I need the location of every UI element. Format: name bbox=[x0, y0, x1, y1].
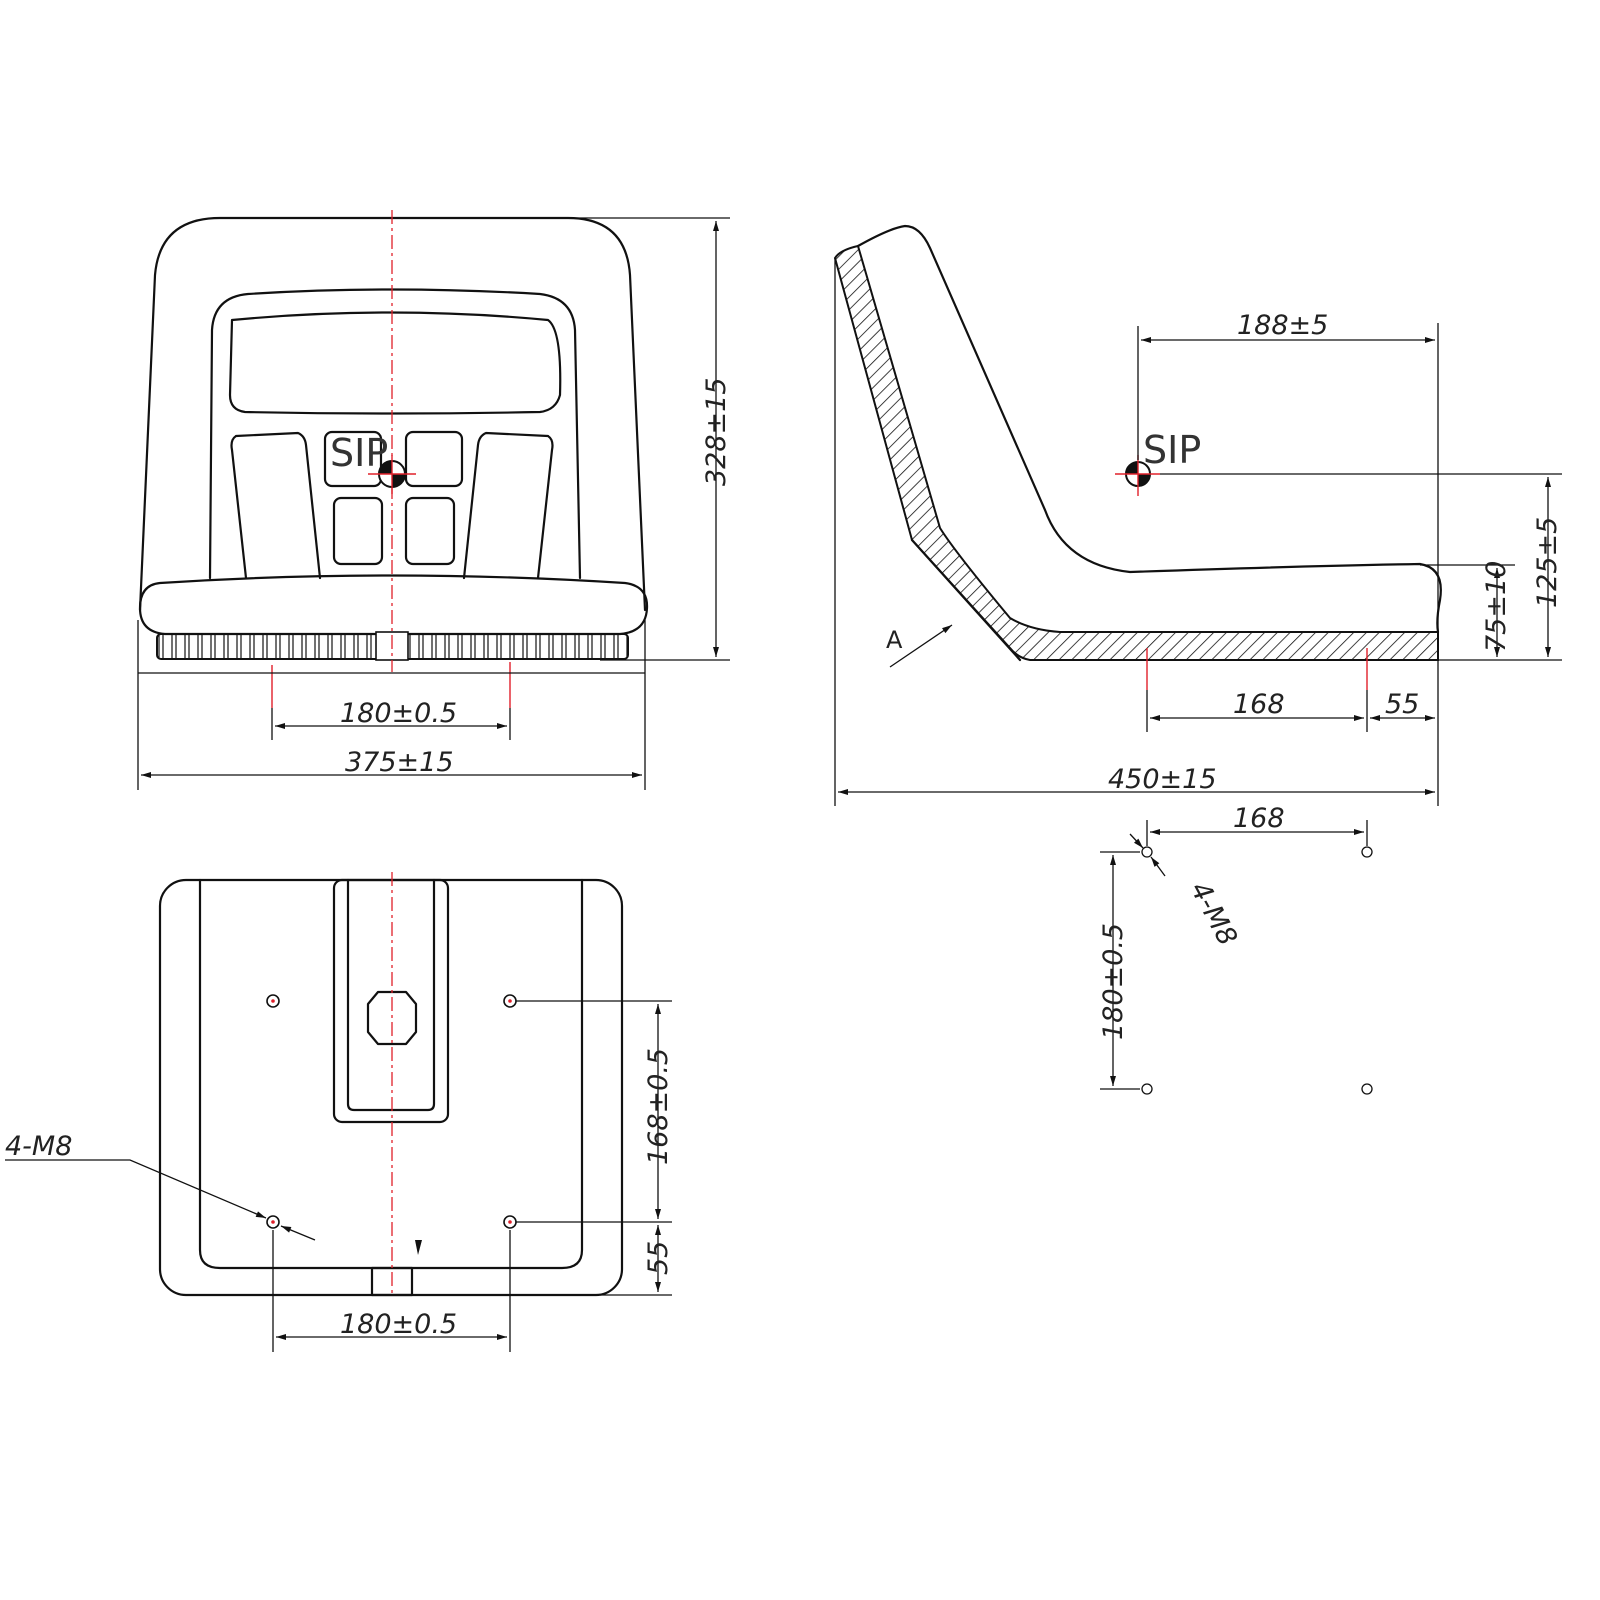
mount-width-dimension: 180±0.5 bbox=[340, 698, 457, 729]
base-inner-outline bbox=[198, 878, 584, 1270]
sip-marker bbox=[368, 455, 416, 494]
direction-marker-icon bbox=[415, 1240, 422, 1255]
bottom-holes bbox=[266, 994, 517, 1229]
view-a-arrow bbox=[889, 624, 953, 668]
center-octagon-hole bbox=[366, 990, 418, 1046]
center-pad-bottom-left bbox=[332, 496, 384, 566]
center-pad-top-right bbox=[404, 430, 464, 488]
sip-depth-dimension: 188±5 bbox=[1237, 310, 1328, 341]
overall-width-dimension: 375±15 bbox=[345, 747, 454, 778]
mount-hole bbox=[1141, 1083, 1153, 1095]
thread-leader bbox=[5, 1159, 267, 1219]
overall-depth-dimension: 450±15 bbox=[1108, 764, 1217, 795]
center-pad-top-left bbox=[323, 430, 383, 488]
sip-label-side: SIP bbox=[1143, 428, 1201, 472]
right-side-pad bbox=[462, 431, 554, 580]
shell-underside bbox=[910, 538, 1022, 662]
bottom-thread-label: 4-M8 bbox=[5, 1131, 72, 1162]
hole-pattern: 168 180±0.5 4-M8 bbox=[1098, 803, 1373, 1095]
sip-marker-side bbox=[1115, 455, 1160, 496]
bottom-width-dimension: 180±0.5 bbox=[340, 1309, 457, 1340]
slide-channel-inner bbox=[346, 878, 436, 1112]
backrest-window bbox=[228, 311, 562, 415]
seat-shell-section bbox=[833, 244, 1439, 661]
view-a-label: A bbox=[886, 626, 903, 654]
front-offset-dimension: 55 bbox=[1385, 689, 1419, 720]
mount-hole bbox=[1361, 1083, 1373, 1095]
mount-hole bbox=[1361, 846, 1373, 858]
mount-hole bbox=[1141, 846, 1153, 858]
base-outline bbox=[158, 878, 624, 1297]
center-pad-bottom-right bbox=[404, 496, 456, 566]
bottom-front-offset-dimension: 55 bbox=[643, 1241, 674, 1275]
front-height-dimension: 75±10 bbox=[1481, 561, 1512, 652]
pattern-thread-label: 4-M8 bbox=[1184, 877, 1243, 951]
seat-cushion-front bbox=[138, 574, 649, 636]
seat-cushion-profile bbox=[856, 224, 1442, 634]
side-view: SIP 188±5 125±5 75±10 168 55 450±15 A bbox=[833, 224, 1563, 806]
mount-depth-dimension: 168 bbox=[1233, 689, 1285, 720]
bottom-depth-dimension: 168±0.5 bbox=[643, 1048, 674, 1165]
slide-channel-outer bbox=[332, 878, 450, 1124]
sip-height-dimension: 125±5 bbox=[1532, 517, 1563, 608]
bottom-view: 168±0.5 55 180±0.5 4-M8 bbox=[5, 872, 674, 1352]
pattern-depth-dimension: 168 bbox=[1233, 803, 1285, 834]
left-side-pad bbox=[230, 431, 322, 580]
pattern-width-dimension: 180±0.5 bbox=[1098, 923, 1129, 1040]
front-view: SIP 328±15 180±0.5 375±15 bbox=[137, 210, 732, 790]
height-dimension: 328±15 bbox=[701, 377, 732, 486]
sip-label: SIP bbox=[330, 431, 388, 475]
backrest-outline bbox=[138, 216, 647, 612]
